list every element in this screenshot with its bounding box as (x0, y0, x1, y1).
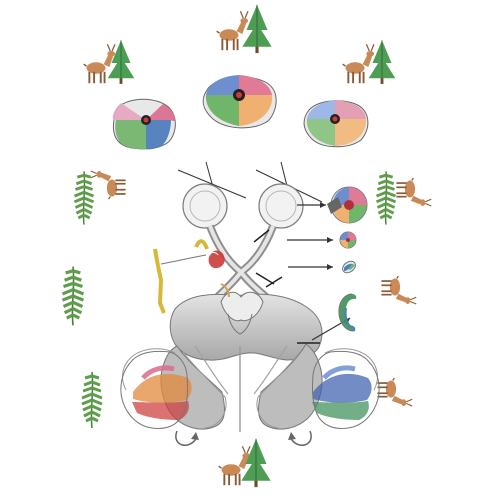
visual-pathway-anatomy (120, 161, 380, 446)
deer-icon (376, 377, 413, 407)
deer-icon (380, 275, 417, 305)
cross-section-arrows (287, 202, 351, 341)
deer-icon (395, 177, 432, 207)
fern-icon (375, 169, 397, 227)
visual-field-left (112, 98, 176, 150)
cortex-left-color-bands (122, 348, 192, 420)
cortex-right-color-bands (312, 348, 378, 420)
fern-icon (60, 265, 86, 327)
cross-section-optic-nerve (339, 231, 357, 249)
cross-section-optic-tract (342, 260, 356, 274)
pine-tree-icon (107, 39, 135, 85)
fern-icon (80, 370, 104, 430)
lobe-outlines (120, 350, 380, 429)
accessory-pathway (153, 239, 225, 314)
visual-field-center (202, 75, 277, 129)
midbrain (169, 283, 323, 361)
fern-icon (73, 169, 95, 227)
deer-icon (215, 10, 249, 51)
cross-section-markers (253, 229, 320, 344)
visual-field-right (303, 100, 369, 148)
deer-icon (90, 170, 127, 200)
pine-tree-icon (241, 4, 273, 54)
cross-section-optic-radiation (338, 293, 357, 332)
rotation-arrows (175, 430, 312, 446)
eyeballs (182, 183, 304, 229)
cross-section-retina (327, 186, 368, 224)
